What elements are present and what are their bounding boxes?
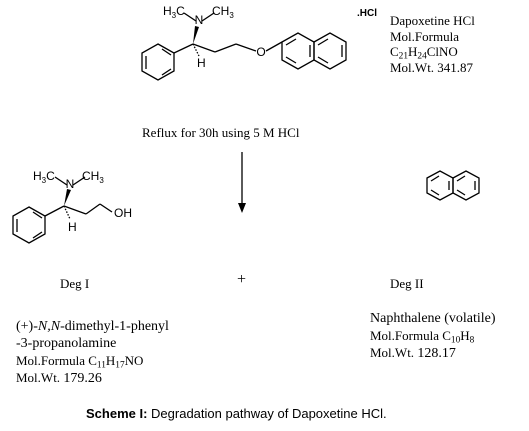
dapoxetine-name: Dapoxetine HCl [390, 13, 475, 28]
dapoxetine-n-atom: N [195, 13, 204, 27]
reaction-arrow [238, 152, 246, 213]
dapoxetine-formula: C21H24ClNO [390, 44, 458, 62]
plus-sign: + [237, 271, 247, 288]
dapoxetine-molwt: Mol.Wt. 341.87 [390, 59, 474, 75]
deg1-label: Deg I [60, 276, 90, 291]
dapoxetine-o-atom: O [256, 45, 265, 59]
caption-label: Scheme I: [86, 406, 148, 421]
dapoxetine-h-atom: H [197, 56, 206, 70]
deg2-molwt: Mol.Wt. 128.17 [370, 345, 456, 361]
reaction-condition: Reflux for 30h using 5 M HCl [142, 125, 300, 140]
dapoxetine-methyl-right: CH3 [212, 4, 234, 20]
deg1-info: (+)-N,N-dimethyl-1-phenyl -3-propanolami… [16, 318, 169, 387]
deg2-label: Deg II [390, 276, 424, 291]
caption-text: Degradation pathway of Dapoxetine HCl. [147, 406, 387, 421]
deg1-formula: Mol.Formula C11H17NO [16, 353, 144, 371]
deg1-methyl-right: CH3 [82, 169, 104, 185]
deg1-molwt: Mol.Wt. 179.26 [16, 370, 102, 386]
deg1-oh-group: OH [114, 206, 132, 220]
deg2-info: Naphthalene (volatile) Mol.Formula C10H8… [370, 310, 496, 362]
deg1-methyl-left: H3C [33, 169, 55, 185]
deg1-h-atom: H [68, 220, 77, 234]
deg1-n-atom: N [66, 177, 75, 191]
deg2-formula: Mol.Formula C10H8 [370, 328, 475, 346]
deg2-naphthalene [426, 170, 480, 201]
deg2-name: Naphthalene (volatile) [370, 311, 496, 326]
deg1-name: (+)-N,N-dimethyl-1-phenyl [16, 319, 169, 334]
figure-caption: Scheme I: Degradation pathway of Dapoxet… [86, 406, 387, 421]
dapoxetine-methyl-left: H3C [163, 4, 185, 20]
dapoxetine-salt-label: .HCl [357, 8, 377, 19]
dapoxetine-bonds [141, 12, 347, 81]
deg1-name-line2: -3-propanolamine [16, 336, 117, 351]
dapoxetine-info: Dapoxetine HCl Mol.Formula C21H24ClNO Mo… [390, 13, 475, 75]
deg1-bonds [12, 176, 113, 244]
dapoxetine-formula-label: Mol.Formula [390, 28, 459, 44]
